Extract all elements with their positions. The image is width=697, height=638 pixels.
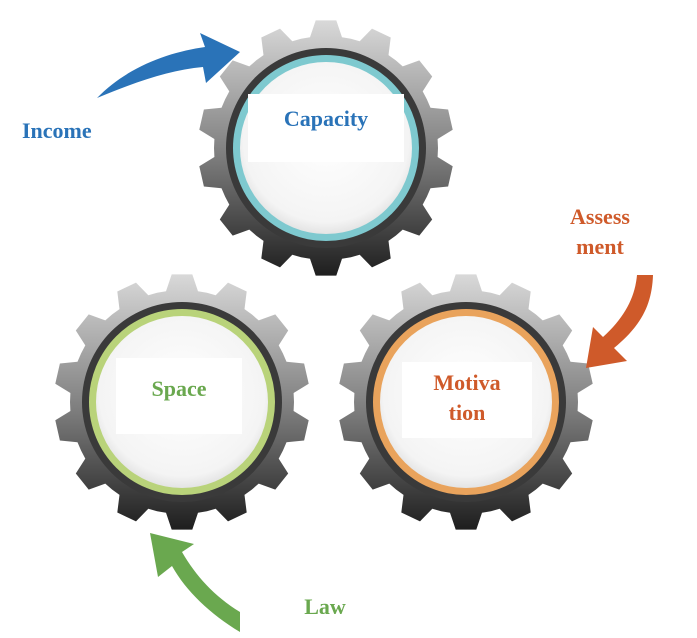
space-label: Space: [116, 358, 242, 434]
assessment-label: Assess ment: [548, 200, 652, 274]
income-arrow-icon: [97, 33, 240, 98]
law-label: Law: [304, 594, 346, 619]
law-arrow-icon: [150, 533, 240, 632]
assessment-arrow-icon: [586, 275, 653, 368]
motivation-label: Motiva tion: [402, 362, 532, 438]
income-label: Income: [22, 118, 92, 143]
capacity-label: Capacity: [248, 94, 404, 162]
